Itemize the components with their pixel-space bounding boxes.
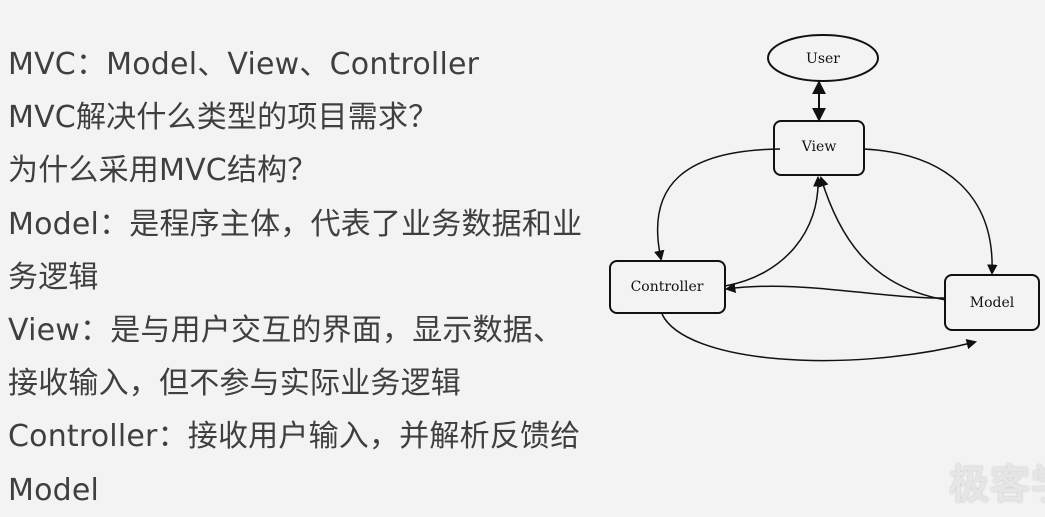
controller-to-model-curve (661, 313, 978, 362)
text-line-controller-description: Controller：接收用户输入，并解析反馈给 (8, 419, 581, 455)
mvc-diagram-svg: User View Controller Model (609, 34, 1040, 362)
user-node-label: User (806, 51, 840, 67)
view-node-label: View (801, 139, 837, 155)
mvc-diagram: User View Controller Model (590, 25, 1045, 385)
text-line-controller-description-continued: Model (8, 472, 100, 508)
text-block: MVC：Model、View、Controller MVC解决什么类型的项目需求… (8, 38, 628, 517)
text-line-view-description: View：是与用户交互的界面，显示数据、 (8, 312, 564, 348)
text-line-model-description-continued: 务逻辑 (8, 259, 99, 295)
text-line-mvc-definition: MVC：Model、View、Controller (8, 47, 480, 82)
controller-to-view-curve (724, 175, 824, 287)
model-to-view-curve (818, 175, 947, 301)
controller-node-label: Controller (631, 279, 704, 295)
text-line-view-description-continued: 接收输入，但不参与实际业务逻辑 (8, 366, 461, 402)
model-node-label: Model (970, 295, 1015, 311)
text-line-project-needs-question: MVC解决什么类型的项目需求？ (8, 100, 439, 136)
text-line-model-description: Model：是程序主体，代表了业务数据和业 (8, 206, 583, 242)
view-to-model-curve (862, 148, 998, 276)
model-to-controller-curve (724, 282, 946, 299)
watermark-text: 极客学 (949, 462, 1045, 508)
view-to-controller-curve (654, 148, 781, 262)
text-line-why-mvc-question: 为什么采用MVC结构？ (8, 153, 318, 189)
watermark-logo: 极客学 (949, 462, 1045, 508)
